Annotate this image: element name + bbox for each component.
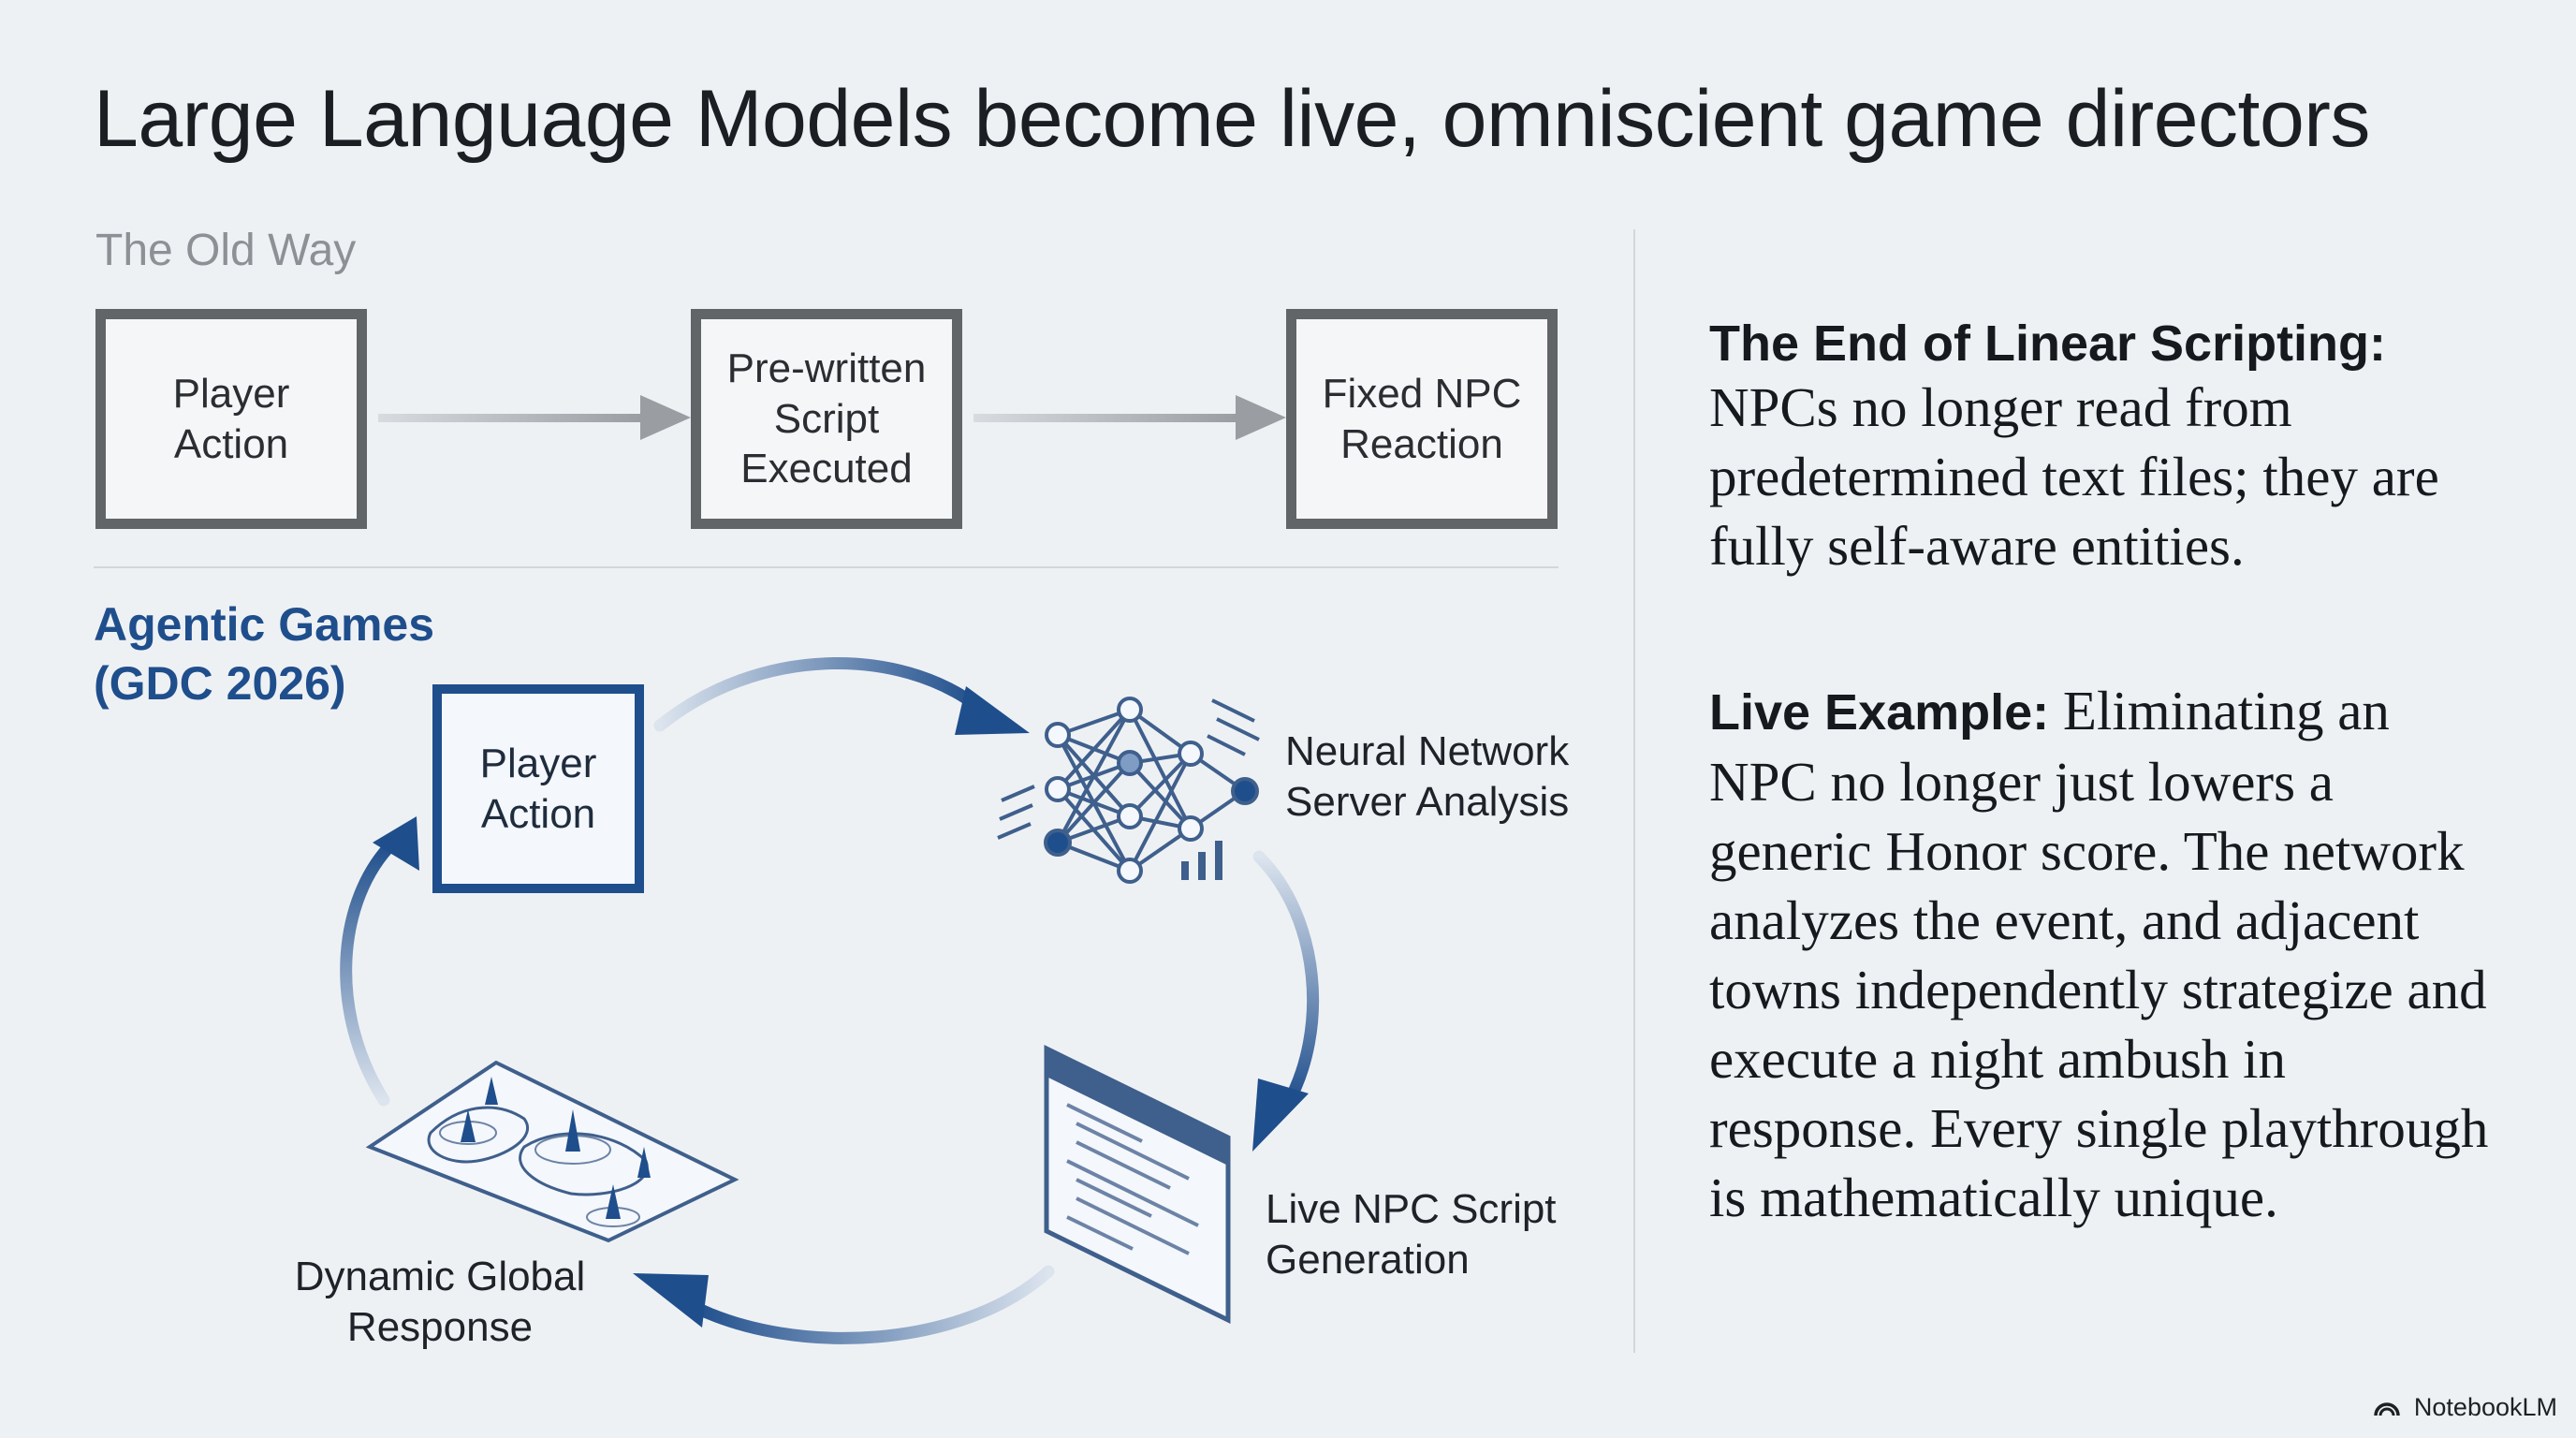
code-window-icon	[1044, 1044, 1231, 1325]
agentic-games-label: Agentic Games (GDC 2026)	[94, 598, 435, 710]
old-script-executed-box: Pre-written Script Executed	[691, 309, 962, 529]
neural-network-label: Neural Network Server Analysis	[1285, 728, 1570, 825]
linear-scripting-body: NPCs no longer read from predetermined t…	[1709, 376, 2439, 577]
old-player-action-box: Player Action	[95, 309, 367, 529]
old-way-label: The Old Way	[95, 226, 357, 275]
slide-title: Large Language Models become live, omnis…	[94, 74, 2370, 164]
column-divider	[1633, 229, 1635, 1353]
agentic-player-action-box: Player Action	[432, 684, 644, 893]
neural-network-icon	[997, 697, 1260, 884]
script-generation-label: Live NPC Script Generation	[1266, 1186, 1557, 1283]
old-arrow-1	[378, 395, 691, 440]
cycle-arrow-left	[340, 816, 419, 1107]
old-npc-reaction-box: Fixed NPC Reaction	[1286, 309, 1558, 529]
section-divider	[94, 566, 1559, 568]
cycle-arrow-right	[1252, 850, 1320, 1152]
old-arrow-2	[973, 395, 1286, 440]
cycle-arrow-top	[653, 657, 1030, 735]
global-response-label: Dynamic Global Response	[294, 1254, 586, 1350]
notebooklm-label: NotebookLM	[2413, 1393, 2557, 1421]
live-example-body: Eliminating an NPC no longer just lowers…	[1709, 680, 2489, 1228]
world-map-icon	[365, 1060, 739, 1243]
cycle-arrow-bottom	[633, 1265, 1055, 1344]
paragraph-linear-scripting: The End of Linear Scripting: NPCs no lon…	[1709, 315, 2496, 580]
linear-scripting-heading: The End of Linear Scripting:	[1709, 315, 2387, 372]
paragraph-live-example: Live Example: Eliminating an NPC no long…	[1709, 676, 2496, 1232]
live-example-heading: Live Example:	[1709, 684, 2050, 741]
notebooklm-badge: NotebookLM	[2414, 1393, 2557, 1422]
live-example-text: Live Example: Eliminating an NPC no long…	[1709, 676, 2496, 1232]
notebooklm-icon	[2374, 1402, 2400, 1416]
